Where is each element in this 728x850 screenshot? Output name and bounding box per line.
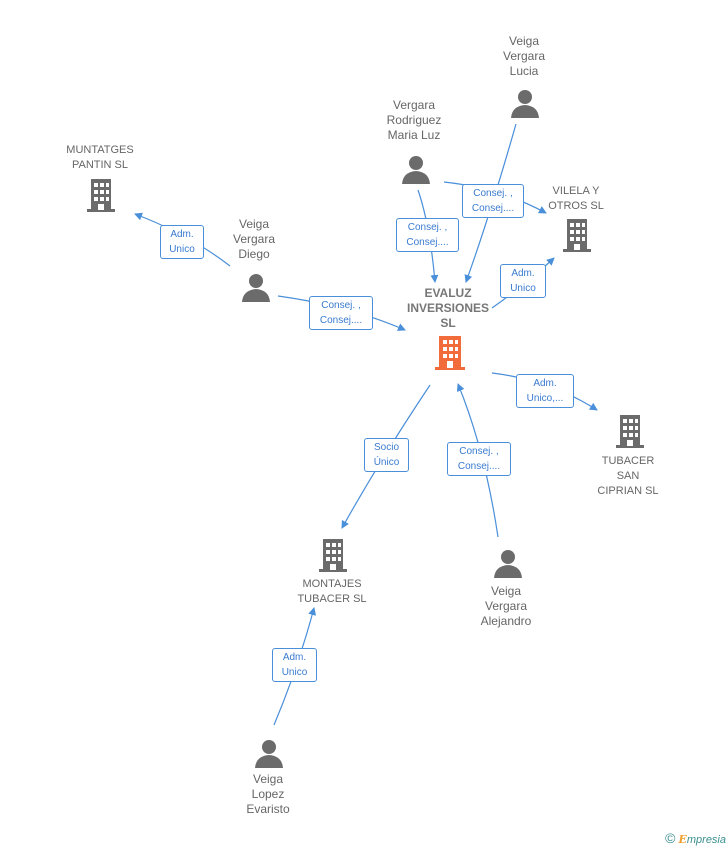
company-building-icon[interactable]: [318, 538, 348, 572]
edge-label-evaristo-montajes[interactable]: Adm. Unico: [272, 648, 317, 682]
person-alejandro-name[interactable]: Veiga Vergara Alejandro: [480, 584, 532, 628]
empresia-logo-text: mpresia: [686, 834, 726, 846]
empresia-logo-initial: E: [678, 833, 687, 846]
company-building-icon[interactable]: [86, 178, 116, 212]
empresia-credit[interactable]: © Empresia: [665, 830, 726, 846]
company-muntatges-name[interactable]: MUNTATGES PANTIN SL: [66, 144, 134, 171]
company-building-icon[interactable]: [562, 218, 592, 252]
edge-label-evaluz-tubacer[interactable]: Adm. Unico,...: [516, 374, 574, 408]
edge-label-diego-muntatges[interactable]: Adm. Unico: [160, 225, 204, 259]
main-company-name[interactable]: EVALUZ INVERSIONES SL: [406, 286, 490, 330]
person-lucia-name[interactable]: Veiga Vergara Lucia: [502, 34, 546, 78]
company-vilela-name[interactable]: VILELA Y OTROS SL: [548, 185, 604, 212]
person-icon[interactable]: [401, 154, 431, 184]
edge-label-lucia-evaluz[interactable]: Consej. , Consej....: [462, 184, 524, 218]
edge-label-evaluz-montajes[interactable]: Socio Único: [364, 438, 409, 472]
main-company-building-icon[interactable]: [434, 334, 466, 370]
company-montajes-name[interactable]: MONTAJES TUBACER SL: [297, 578, 367, 605]
company-tubacer-name[interactable]: TUBACER SAN CIPRIAN SL: [597, 455, 659, 497]
person-diego-name[interactable]: Veiga Vergara Diego: [232, 217, 276, 261]
person-maria-luz-name[interactable]: Vergara Rodriguez Maria Luz: [386, 98, 442, 142]
company-building-icon[interactable]: [615, 414, 645, 448]
person-icon[interactable]: [510, 88, 540, 118]
person-evaristo-name[interactable]: Veiga Lopez Evaristo: [246, 772, 290, 816]
person-icon[interactable]: [493, 548, 523, 578]
person-icon[interactable]: [254, 738, 284, 768]
person-icon[interactable]: [241, 272, 271, 302]
edge-label-alejandro-evaluz[interactable]: Consej. , Consej....: [447, 442, 511, 476]
edge-label-diego-evaluz[interactable]: Consej. , Consej....: [309, 296, 373, 330]
edge-label-evaluz-vilela[interactable]: Adm. Unico: [500, 264, 546, 298]
edge-label-marialuz-evaluz[interactable]: Consej. , Consej....: [396, 218, 459, 252]
copyright-icon: ©: [665, 830, 676, 846]
